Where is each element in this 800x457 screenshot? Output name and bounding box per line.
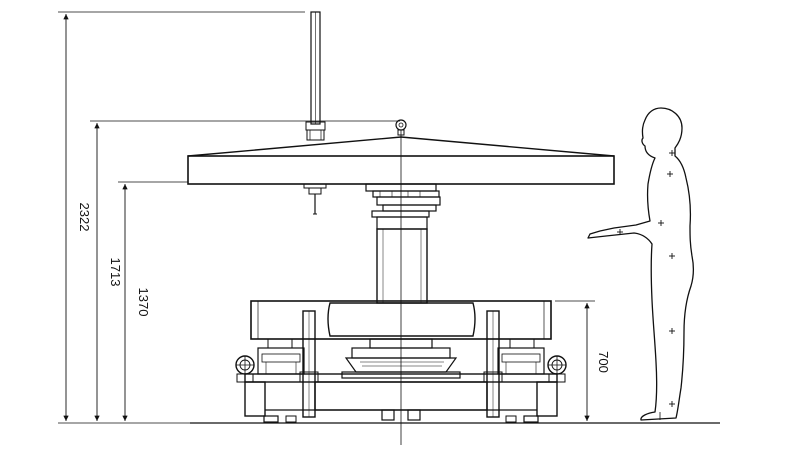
caster-wheels [263,409,539,423]
dimension-label-table-underside: 1370 [136,288,151,317]
rotary-mechanism [341,338,461,379]
column-head [365,183,441,218]
dimension-table-top-height: 1713 [90,120,400,421]
dimension-overall-height: 2322 [58,11,305,424]
right-handwheel-icon[interactable] [547,355,567,383]
probe-assembly [303,183,327,215]
human-scale-figure [587,107,695,421]
lifting-eye [395,119,407,136]
dimension-base-height: 700 [555,300,611,421]
dimension-label-base: 700 [596,351,611,373]
dimension-label-overall: 2322 [77,203,92,232]
main-column [376,216,428,304]
vertical-mast [305,11,326,141]
right-upright [483,310,503,418]
dimension-label-table-top: 1713 [108,258,123,287]
dimension-table-underside-height: 1370 [118,181,188,421]
right-drive-unit [497,338,545,375]
left-drive-unit [257,338,305,375]
lower-frame [244,373,558,417]
left-handwheel-icon[interactable] [235,355,255,383]
